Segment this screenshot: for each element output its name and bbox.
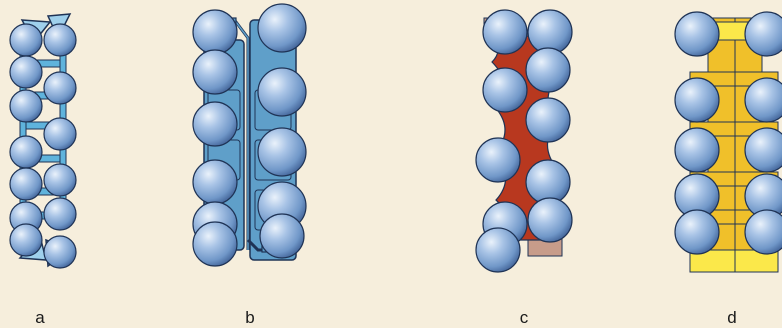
panel-a-spheres [9, 23, 77, 269]
sphere [43, 117, 77, 151]
sphere [192, 49, 238, 95]
sphere [192, 159, 238, 205]
panel-b-spheres [192, 3, 307, 267]
sphere [43, 71, 77, 105]
sphere [192, 9, 238, 55]
sphere [192, 221, 238, 267]
panel-label-c: c [519, 308, 529, 327]
panel-label-b: b [245, 308, 255, 327]
sphere [475, 227, 521, 273]
panel-label-d: d [727, 308, 737, 327]
panel-d-spheres [674, 11, 782, 255]
sphere [482, 67, 528, 113]
sphere [527, 197, 573, 243]
sphere [257, 67, 307, 117]
sphere [525, 97, 571, 143]
sphere [744, 11, 782, 57]
sphere [525, 47, 571, 93]
sphere [744, 77, 782, 123]
sphere [744, 127, 782, 173]
sphere [674, 209, 720, 255]
sphere [257, 3, 307, 53]
sphere [527, 9, 573, 55]
sphere [9, 89, 43, 123]
sphere [192, 101, 238, 147]
panel-c-spheres [475, 9, 573, 273]
sphere [9, 135, 43, 169]
sphere [43, 23, 77, 57]
sphere [43, 197, 77, 231]
sphere [257, 127, 307, 177]
panel-label-a: a [35, 308, 45, 327]
sphere [43, 235, 77, 269]
sphere [744, 209, 782, 255]
sphere [9, 167, 43, 201]
sphere [674, 11, 720, 57]
sphere [475, 137, 521, 183]
sphere [482, 9, 528, 55]
sphere [674, 127, 720, 173]
sphere [9, 55, 43, 89]
sphere [9, 223, 43, 257]
sphere [674, 77, 720, 123]
sphere [259, 213, 305, 259]
sphere [525, 159, 571, 205]
sphere [9, 23, 43, 57]
sphere [43, 163, 77, 197]
